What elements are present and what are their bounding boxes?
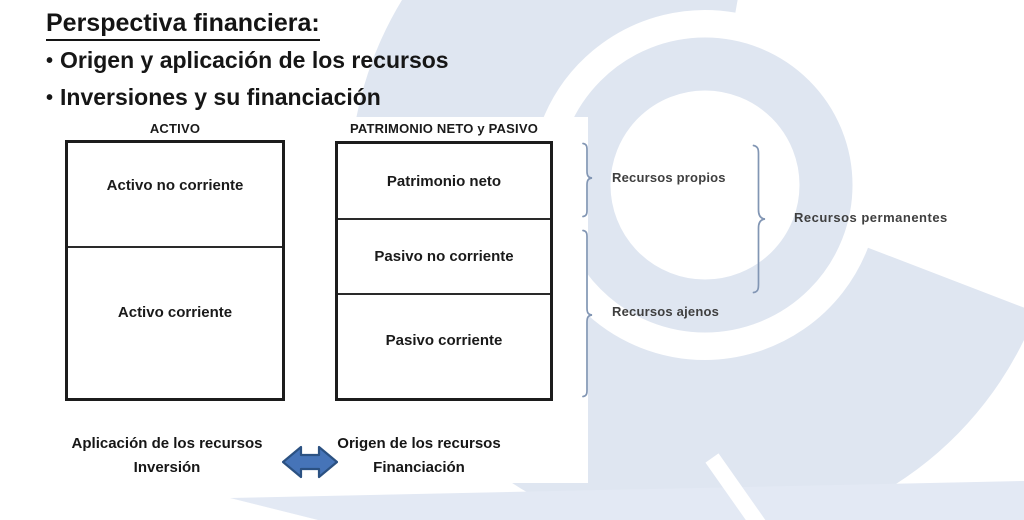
pasivo-no-corriente-cell: Pasivo no corriente — [338, 220, 550, 295]
pasivo-corriente-cell: Pasivo corriente — [385, 332, 503, 349]
activo-header: ACTIVO — [149, 121, 201, 136]
origen-line1: Origen de los recursos — [337, 435, 501, 452]
watermark-channel-notch — [705, 453, 766, 520]
bullet-marker: • — [46, 50, 54, 72]
recursos-permanentes-label: Recursos permanentes — [794, 210, 948, 225]
activo-no-corriente-cell: Activo no corriente — [68, 143, 282, 248]
recursos-propios-label: Recursos propios — [612, 170, 726, 185]
recursos-ajenos-label: Recursos ajenos — [612, 304, 720, 319]
activo-corriente-cell: Activo corriente — [117, 303, 233, 321]
page-title: Perspectiva financiera: — [46, 9, 320, 41]
patrimonio-pasivo-box: Patrimonio neto Pasivo no corriente Pasi… — [335, 141, 553, 401]
activo-box: Activo no corriente Activo corriente — [65, 140, 285, 401]
bullet-marker: • — [46, 87, 54, 109]
bullet-text: Origen y aplicación de los recursos — [60, 47, 449, 73]
watermark-inner-ring — [557, 37, 853, 333]
brace-recursos-permanentes-icon — [752, 144, 766, 294]
origen-line2: Financiación — [373, 459, 465, 476]
bullet-item-inversiones: • Inversiones y su financiación — [46, 84, 381, 111]
bullet-item-origen: • Origen y aplicación de los recursos — [46, 47, 449, 74]
page-title-text: Perspectiva financiera: — [46, 9, 320, 41]
patrimonio-pasivo-header: PATRIMONIO NETO y PASIVO — [349, 121, 539, 136]
aplicacion-line1: Aplicación de los recursos — [71, 435, 263, 452]
aplicacion-caption: Aplicación de los recursos Inversión — [58, 432, 276, 480]
bullet-text: Inversiones y su financiación — [60, 84, 381, 110]
watermark-bottom-wedge — [230, 481, 1024, 520]
aplicacion-line2: Inversión — [133, 459, 201, 476]
left-right-arrow-icon — [282, 445, 338, 479]
patrimonio-neto-cell: Patrimonio neto — [338, 144, 550, 220]
origen-caption: Origen de los recursos Financiación — [316, 432, 522, 480]
double-arrow — [282, 443, 338, 481]
